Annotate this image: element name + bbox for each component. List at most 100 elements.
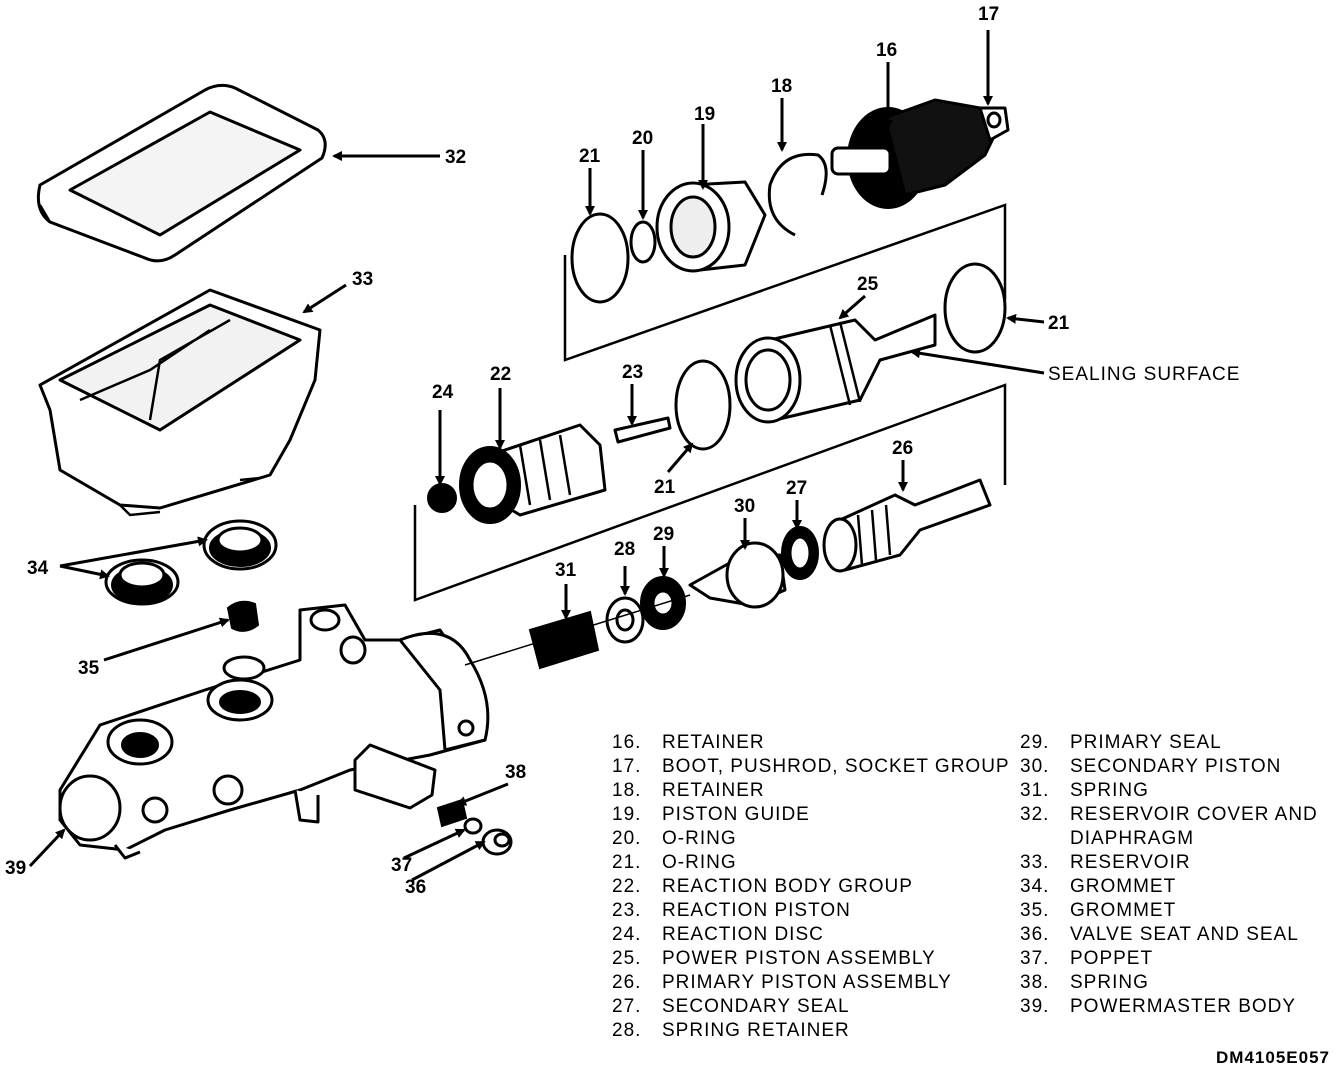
- callout-35: 35: [78, 658, 100, 679]
- legend-number: 30.: [1020, 756, 1050, 777]
- legend-label: GROMMET: [1070, 876, 1177, 897]
- legend-item: 31.SPRING: [1020, 779, 1318, 803]
- power-piston-25: [734, 313, 937, 424]
- legend-item: 29.PRIMARY SEAL: [1020, 731, 1318, 755]
- legend-number: 37.: [1020, 948, 1050, 969]
- reaction-piston-23: [613, 416, 672, 444]
- legend-label: RESERVOIR: [1070, 852, 1191, 873]
- legend-label: SPRING: [1070, 972, 1149, 993]
- legend-number: 21.: [612, 852, 642, 873]
- sealing-surface-label: SEALING SURFACE: [1048, 364, 1240, 385]
- callout-32: 32: [445, 147, 466, 168]
- callout-16: 16: [876, 40, 897, 61]
- callout-22: 22: [490, 364, 511, 385]
- legend-item: 23. REACTION PISTON: [612, 899, 1010, 923]
- leader-lines: [28, 30, 1045, 882]
- ring-21a: [570, 212, 630, 304]
- callout-20: 20: [632, 128, 653, 149]
- legend-label: POWERMASTER BODY: [1070, 996, 1297, 1017]
- callout-21-mid: 21: [654, 477, 676, 498]
- legend-label: SPRING RETAINER: [662, 1020, 850, 1041]
- secondary-piston-30: [688, 541, 787, 609]
- callout-31: 31: [555, 560, 577, 581]
- legend-number: 38.: [1020, 972, 1050, 993]
- callout-18: 18: [771, 76, 792, 97]
- grommet-35: [226, 600, 260, 632]
- legend-label: RESERVOIR COVER AND: [1070, 804, 1318, 825]
- legend-label: BOOT, PUSHROD, SOCKET GROUP: [662, 756, 1010, 777]
- bracket-upper: [563, 203, 1007, 362]
- legend-number: 32.: [1020, 804, 1050, 825]
- callout-28: 28: [614, 539, 635, 560]
- callout-24: 24: [432, 382, 454, 403]
- poppet-37: [463, 817, 483, 835]
- bracket-lower: [413, 383, 1007, 602]
- legend-number: 36.: [1020, 924, 1050, 945]
- boot-17: [883, 98, 1010, 197]
- legend-item: 37.POPPET: [1020, 947, 1318, 971]
- primary-piston-26: [822, 478, 992, 573]
- legend-item: 30. SECONDARY PISTON: [1020, 755, 1318, 779]
- legend-label: SECONDARY PISTON: [1070, 756, 1282, 777]
- legend-item: 35.GROMMET: [1020, 899, 1318, 923]
- legend-number: 29.: [1020, 732, 1050, 753]
- reservoir-33: [38, 288, 322, 517]
- spring-retainer-28: [605, 596, 645, 644]
- legend-item: 33.RESERVOIR: [1020, 851, 1318, 875]
- legend-item: 22.REACTION BODY GROUP: [612, 875, 1010, 899]
- callout-26: 26: [892, 438, 913, 459]
- legend-number: 18.: [612, 780, 642, 801]
- legend-item: 32. RESERVOIR COVER AND: [1020, 803, 1318, 827]
- legend-item: 36.VALVE SEAT AND SEAL: [1020, 923, 1318, 947]
- grommet-34: [104, 519, 278, 606]
- ring-21b: [943, 262, 1007, 354]
- callout-34: 34: [27, 558, 49, 579]
- legend-number: 34.: [1020, 876, 1050, 897]
- callout-33: 33: [352, 269, 373, 290]
- legend-item: 24. REACTION DISC: [612, 923, 1010, 947]
- reaction-body-22: [459, 423, 607, 524]
- legend-number: 24.: [612, 924, 642, 945]
- legend-label: REACTION PISTON: [662, 900, 851, 921]
- legend-number: 27.: [612, 996, 642, 1017]
- legend-label: POWER PISTON ASSEMBLY: [662, 948, 936, 969]
- legend-number: 35.: [1020, 900, 1050, 921]
- callout-36: 36: [405, 877, 426, 898]
- valve-seat-36: [481, 828, 513, 856]
- legend-item: 20.O-RING: [612, 827, 1010, 851]
- legend-label: REACTION DISC: [662, 924, 824, 945]
- piston-guide-19: [655, 180, 767, 273]
- legend-number: 19.: [612, 804, 642, 825]
- legend-item: 18.RETAINER: [612, 779, 1010, 803]
- legend-item: 38. SPRING: [1020, 971, 1318, 995]
- parts-legend-left: 16. RETAINER 17. BOOT, PUSHROD, SOCKET GROU…: [612, 731, 1010, 1043]
- callout-21-top: 21: [579, 146, 601, 167]
- callout-29: 29: [653, 524, 674, 545]
- legend-item: DIAPHRAGM: [1020, 827, 1318, 851]
- callout-23: 23: [622, 362, 643, 383]
- legend-label: PISTON GUIDE: [662, 804, 810, 825]
- callout-19: 19: [694, 104, 715, 125]
- legend-label: RETAINER: [662, 732, 765, 753]
- o-ring-20: [629, 220, 657, 264]
- callout-39: 39: [5, 858, 26, 879]
- legend-number: 20.: [612, 828, 642, 849]
- legend-label: DIAPHRAGM: [1070, 828, 1195, 849]
- legend-item: 27.SECONDARY SEAL: [612, 995, 1010, 1019]
- legend-label: REACTION BODY GROUP: [662, 876, 913, 897]
- legend-number: 23.: [612, 900, 642, 921]
- legend-item: 16. RETAINER: [612, 731, 1010, 755]
- legend-number: 16.: [612, 732, 642, 753]
- legend-number: 17.: [612, 756, 642, 777]
- legend-label: SPRING: [1070, 780, 1149, 801]
- callout-38: 38: [505, 762, 526, 783]
- callout-30: 30: [734, 496, 755, 517]
- legend-item: 17. BOOT, PUSHROD, SOCKET GROUP: [612, 755, 1010, 779]
- legend-label: PRIMARY PISTON ASSEMBLY: [662, 972, 952, 993]
- legend-number: 28.: [612, 1020, 642, 1041]
- reaction-disc-24: [427, 483, 457, 513]
- callout-37: 37: [391, 855, 412, 876]
- callout-21-right: 21: [1048, 313, 1070, 334]
